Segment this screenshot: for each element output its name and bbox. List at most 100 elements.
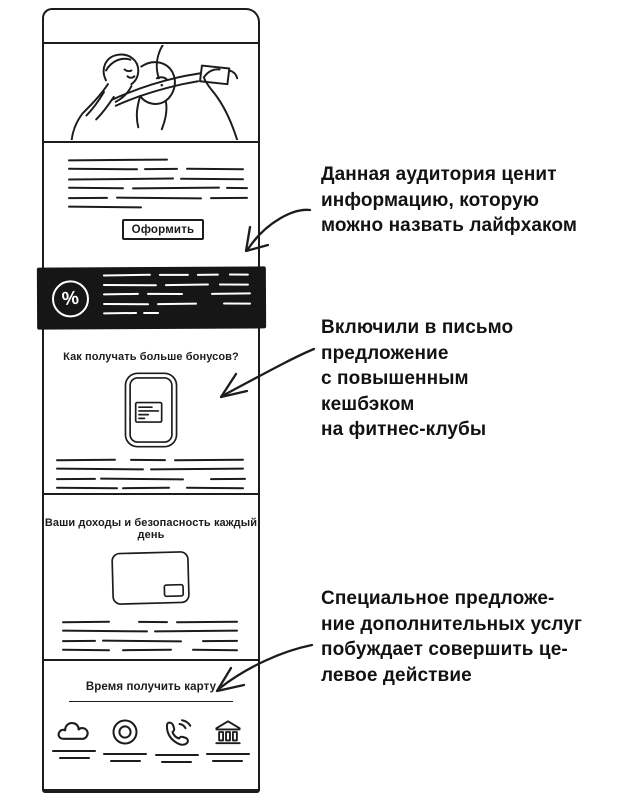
placeholder-line-row: [67, 187, 250, 191]
icon-caption-line: [103, 753, 148, 756]
placeholder-line-row: [67, 177, 250, 181]
icon-caption-line: [109, 760, 141, 763]
text-line-segment: [201, 639, 238, 643]
phone-icon: [166, 719, 192, 746]
text-line-segment: [55, 487, 119, 490]
placeholder-line-row: [67, 206, 250, 209]
text-line-segment: [67, 168, 139, 171]
placeholder-line-row: [102, 273, 253, 278]
placeholder-line-row: [61, 630, 241, 634]
text-line-segment: [101, 639, 182, 643]
text-line-segment: [67, 206, 143, 209]
text-line-segment: [67, 187, 125, 190]
text-line-segment: [164, 283, 209, 287]
text-line-segment: [121, 649, 172, 652]
percent-icon: %: [51, 279, 90, 318]
annotation-line: Специальное предложе-: [321, 588, 555, 609]
annotation-line: информацию, которую: [321, 189, 540, 211]
placeholder-line-row: [102, 283, 253, 287]
placeholder-line-row: [67, 196, 250, 200]
icon-caption-line: [154, 754, 199, 757]
text-line-segment: [67, 158, 169, 162]
text-line-segment: [121, 487, 171, 490]
text-line-segment: [143, 168, 179, 171]
placeholder-text-lines: [67, 158, 250, 209]
placeholder-text-lines: [61, 620, 241, 652]
icon-caption-line: [205, 753, 250, 756]
text-line-segment: [61, 620, 110, 624]
annotation-line: побуждает совершить це-: [321, 639, 568, 660]
text-line-segment: [99, 477, 185, 481]
email-header-strip: [44, 10, 258, 44]
icon-caption-line: [58, 757, 90, 760]
text-line-segment: [179, 177, 245, 181]
people-with-card-illustration: [70, 45, 238, 140]
footer-icon-col: [52, 718, 96, 763]
text-line-segment: [55, 458, 117, 462]
text-line-segment: [157, 302, 198, 306]
text-line-segment: [137, 620, 168, 624]
text-line-segment: [218, 283, 249, 286]
bank-icon: [215, 720, 241, 745]
text-line-segment: [185, 487, 245, 490]
text-line-segment: [67, 196, 109, 200]
placeholder-line-row: [55, 487, 246, 490]
placeholder-line-row: [103, 312, 253, 315]
text-line-segment: [225, 187, 249, 190]
text-line-segment: [102, 273, 151, 278]
footer-icon-col: [154, 718, 199, 764]
annotation-line: на фитнес-клубы: [321, 419, 487, 440]
annotation-line: можно назвать лайфхаком: [321, 215, 578, 236]
annotation-special-offer: Специальное предложе- ние дополнительных…: [321, 586, 606, 688]
text-line-segment: [143, 312, 160, 315]
text-line-segment: [153, 630, 238, 634]
text-line-segment: [55, 468, 145, 472]
text-line-segment: [209, 196, 249, 200]
placeholder-line-row: [55, 477, 247, 481]
placeholder-line-row: [67, 158, 250, 162]
placeholder-text-lines: [55, 458, 247, 490]
text-line-segment: [67, 177, 175, 181]
annotation-line: ние дополнительных услуг: [321, 613, 583, 635]
text-line-segment: [209, 477, 247, 481]
annotation-line: левое действие: [321, 664, 472, 686]
text-line-segment: [103, 302, 150, 306]
income-section: Ваши доходы и безопасность каждый день: [44, 495, 258, 661]
text-line-segment: [129, 458, 167, 462]
text-line-segment: [61, 649, 110, 652]
placeholder-line-row: [55, 468, 246, 472]
cta-button[interactable]: Оформить: [122, 218, 204, 240]
income-section-heading: Ваши доходы и безопасность каждый день: [44, 517, 258, 541]
placeholder-line-row: [67, 168, 250, 171]
text-line-segment: [175, 620, 238, 624]
bonus-section: Как получать больше бонусов?: [44, 329, 258, 495]
text-line-segment: [173, 458, 245, 462]
annotation-line: предложение: [321, 342, 449, 364]
annotation-line: с повышенным: [321, 368, 469, 389]
footer-section: Время получить карту: [44, 661, 258, 789]
text-line-segment: [55, 477, 97, 481]
text-line-segment: [191, 649, 238, 652]
icon-caption-line: [212, 760, 244, 763]
placeholder-line-row: [61, 639, 241, 643]
text-line-segment: [102, 293, 139, 296]
annotation-line: кешбэком: [321, 393, 415, 415]
phone-illustration: [124, 372, 178, 448]
text-line-segment: [61, 630, 148, 634]
placeholder-line-row: [103, 302, 253, 306]
bonus-section-heading: Как получать больше бонусов?: [63, 351, 239, 363]
text-line-segment: [103, 312, 138, 315]
target-icon: [112, 719, 138, 745]
placeholder-line-row: [61, 649, 241, 652]
cloud-icon: [57, 721, 89, 740]
text-line-segment: [61, 639, 96, 643]
email-wireframe: Оформить % Как получать больше бонусов? …: [36, 8, 267, 793]
text-line-segment: [228, 273, 249, 277]
text-line-segment: [158, 274, 189, 277]
text-line-segment: [223, 302, 252, 305]
annotation-cashback-offer: Включили в письмо предложение с повышенн…: [321, 315, 606, 443]
footer-icon-col: [205, 718, 250, 763]
footer-icons-row: [52, 718, 250, 764]
text-line-segment: [149, 468, 245, 472]
text-line-segment: [210, 292, 251, 296]
